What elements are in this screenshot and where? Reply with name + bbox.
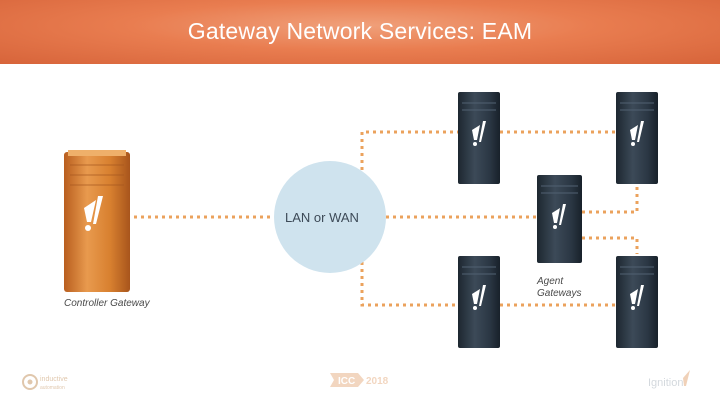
ignition-logo-icon	[552, 204, 566, 229]
agent-gateway-server-middle	[537, 175, 582, 263]
connector-network-agent-top	[360, 130, 458, 170]
network-circle	[274, 161, 386, 273]
connector-network-agent-bottom	[360, 262, 458, 307]
icc-logo-text: ICC	[338, 376, 355, 387]
connector-lines	[134, 130, 639, 307]
ignition-logo-icon	[472, 285, 486, 310]
icc-year-text: 2018	[366, 376, 389, 387]
icc-2018-logo: ICC 2018	[330, 373, 389, 387]
agent-gateways-label-line1: Agent	[537, 276, 564, 287]
slide-title: Gateway Network Services: EAM	[187, 18, 533, 44]
ignition-logo-icon	[84, 196, 103, 231]
ignition-logo-icon	[630, 121, 644, 146]
inductive-logo-line1: inductive	[40, 376, 68, 383]
inductive-logo-line2: automation	[40, 385, 65, 391]
ignition-logo-text: Ignition	[648, 377, 683, 389]
controller-gateway-server	[64, 150, 130, 292]
connector-mid-right-bottom	[582, 236, 639, 254]
agent-gateway-server-bottom-left	[458, 256, 500, 348]
ignition-logo-icon	[630, 285, 644, 310]
connector-mid-right-top	[582, 184, 639, 214]
inductive-automation-logo: inductive automation	[22, 374, 68, 391]
network-label: LAN or WAN	[285, 210, 359, 225]
agent-gateway-server-top-left	[458, 92, 500, 184]
agent-gateways-label-line2: Gateways	[537, 288, 582, 299]
ignition-logo-icon	[472, 121, 486, 146]
controller-gateway-label: Controller Gateway	[64, 298, 150, 309]
ignition-brand-logo: Ignition	[648, 370, 690, 389]
agent-gateway-server-top-right	[616, 92, 658, 184]
agent-gateway-server-bottom-right	[616, 256, 658, 348]
slide-header: Gateway Network Services: EAM	[0, 0, 720, 64]
